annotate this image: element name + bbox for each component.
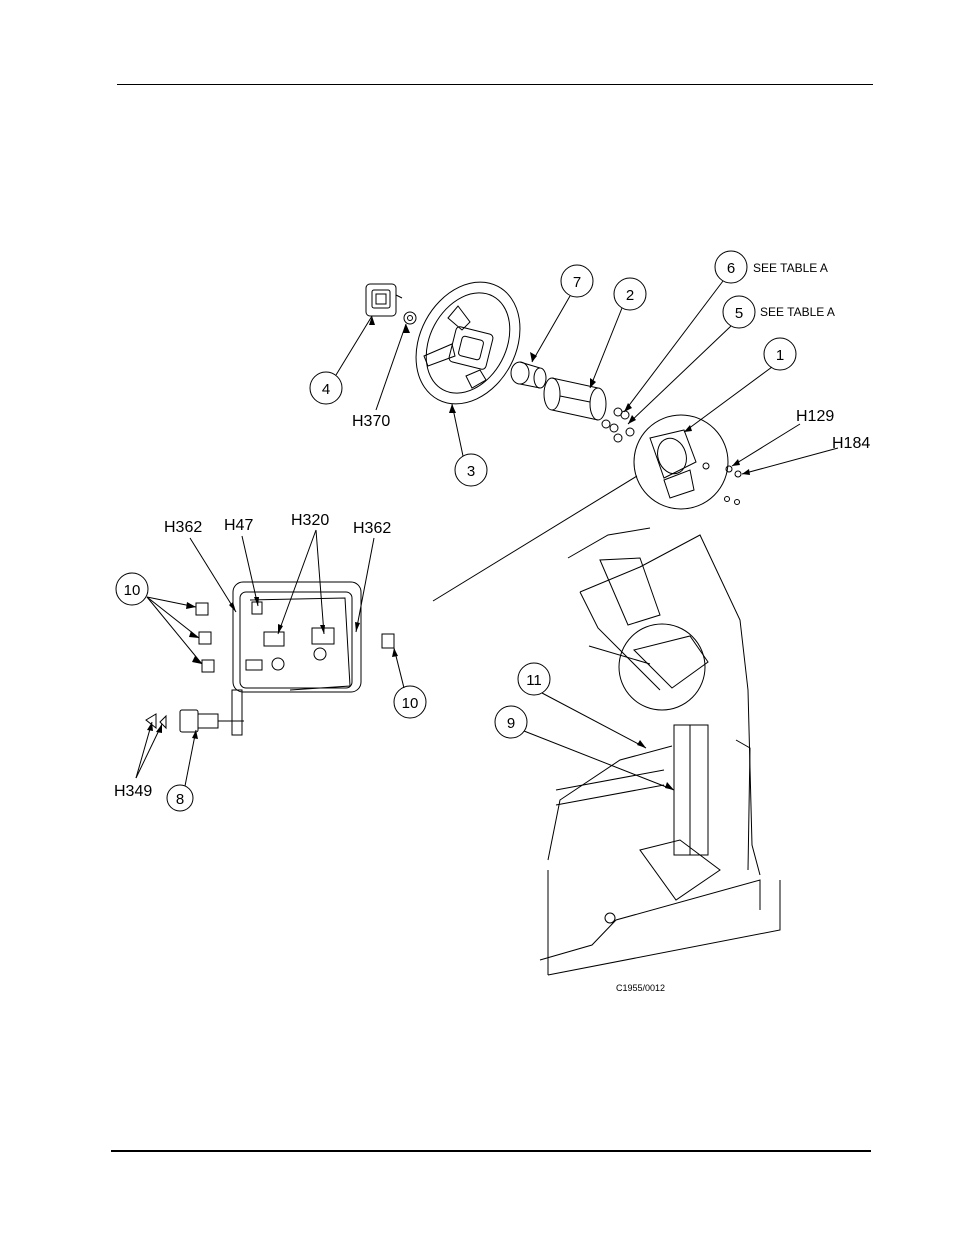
label-h184: H184 (832, 435, 870, 452)
label-h320: H320 (291, 512, 329, 529)
header-rule (117, 84, 873, 85)
callout-3: 3 (467, 463, 475, 480)
label-h362-left: H362 (164, 519, 202, 536)
callout-1: 1 (776, 347, 784, 364)
steering-wheel-part (415, 281, 521, 405)
label-h362-right: H362 (353, 520, 391, 537)
nut-h370-part (403, 311, 417, 325)
callout-10-right: 10 (402, 695, 419, 712)
note-see-table-6: SEE TABLE A (753, 261, 828, 275)
hub-adapter-part (510, 361, 547, 389)
callout-5: 5 (735, 305, 743, 322)
drawing-id: C1955/0012 (616, 983, 665, 993)
label-h129: H129 (796, 408, 834, 425)
footer-rule (111, 1150, 871, 1152)
bolts-h129-h184 (724, 465, 742, 505)
callout-10-left: 10 (124, 582, 141, 599)
callout-7: 7 (573, 274, 581, 291)
note-see-table-5: SEE TABLE A (760, 305, 835, 319)
label-h349: H349 (114, 783, 152, 800)
callout-11: 11 (526, 672, 542, 689)
callout-2: 2 (626, 287, 634, 304)
valve-bracket-part (231, 581, 362, 736)
callout-9: 9 (507, 715, 515, 732)
bracket-bolts-10 (195, 602, 395, 673)
column-pedestal (539, 527, 781, 976)
steering-column-part (543, 377, 607, 421)
callout-6: 6 (727, 260, 735, 277)
label-h47: H47 (224, 517, 253, 534)
fitting-parts (601, 407, 635, 443)
callout-4: 4 (322, 381, 330, 398)
horn-button-part (365, 283, 403, 317)
label-h370: H370 (352, 413, 390, 430)
callout-8: 8 (176, 791, 184, 808)
steering-valve-detail-circle (633, 414, 729, 510)
